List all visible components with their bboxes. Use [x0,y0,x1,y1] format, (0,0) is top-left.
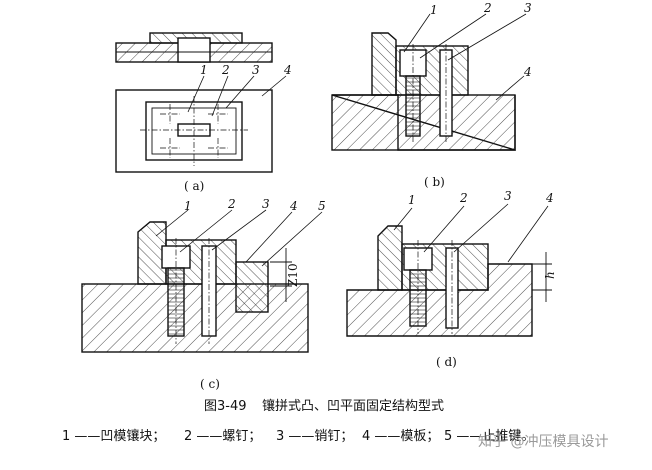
figure-number: 图3-49 [204,399,247,414]
view-c-label: ( c) [200,377,220,391]
view-c-stop-key [235,261,269,313]
view-a-label: ( a) [184,179,204,193]
legend-item-1: 1 ——凹模镶块； [62,428,165,444]
view-d-callout-2: 2 [459,191,468,205]
view-d-dimension: h [543,271,557,279]
view-d-label: ( d) [436,355,457,369]
view-a-callout-2: 2 [221,63,230,77]
caption: 图3-49 镶拼式凸、凹平面固定结构型式 [204,398,444,414]
view-c-callout-5: 5 [318,199,326,213]
view-d: h 1 2 3 4 ( d) [346,189,557,369]
view-b-screw [399,44,427,142]
view-a-callout-3: 3 [252,63,260,77]
legend: 1 ——凹模镶块； 2 ——螺钉； 3 ——销钉； 4 ——模板； 5 ——止推… [62,428,534,444]
view-d-callout-4: 4 [545,191,554,205]
view-c-plate [81,283,309,353]
view-a-callout-4: 4 [283,63,292,77]
view-d-pin [445,240,459,334]
view-d-screw [403,240,433,334]
view-c-screw [161,238,191,344]
view-b-callout-2: 2 [483,1,492,15]
view-a-section [115,32,273,63]
view-b-label: ( b) [424,175,445,189]
watermark: 知乎 @冲压模具设计 [478,433,608,450]
view-c: Z10 1 2 3 4 5 ( c) [81,197,326,391]
view-a: 1 2 3 4 ( a) [115,32,292,193]
view-d-callout-1: 1 [408,193,416,207]
view-b-callout-3: 3 [524,1,532,15]
view-c-callout-1: 1 [184,199,192,213]
view-b-callout-4: 4 [523,65,532,79]
view-c-callout-2: 2 [227,197,236,211]
view-c-dimension: Z10 [286,263,300,287]
legend-item-2: 2 ——螺钉； [184,429,261,444]
view-b-callout-1: 1 [430,3,438,17]
legend-item-3: 3 ——销钉； [276,429,353,444]
view-b-pin [439,44,453,142]
view-b-insert [371,32,397,96]
view-c-callout-4: 4 [289,199,298,213]
legend-item-4: 4 ——模板； [362,429,439,444]
view-d-callout-3: 3 [504,189,512,203]
view-a-callout-1: 1 [200,63,208,77]
view-b: 1 2 3 4 ( b) [331,1,532,189]
view-a-plan [115,89,273,173]
view-c-pin [201,238,217,344]
view-d-insert [377,225,403,291]
figure-title: 镶拼式凸、凹平面固定结构型式 [262,398,444,414]
view-c-callout-3: 3 [262,197,270,211]
legend-item-5: 5 ——止推键。 [444,429,534,444]
